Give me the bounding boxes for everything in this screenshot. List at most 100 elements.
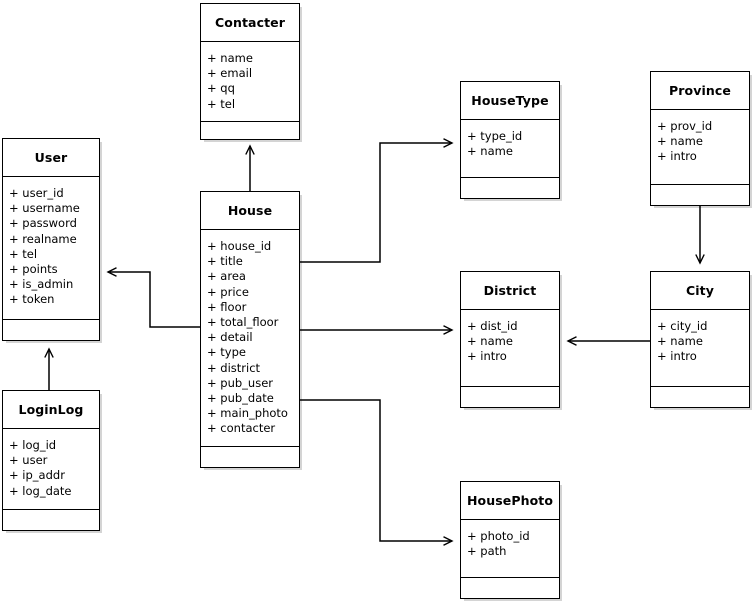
visibility-marker: +	[657, 119, 667, 133]
attribute-row: + password	[9, 216, 99, 231]
visibility-marker: +	[207, 51, 217, 65]
visibility-marker: +	[207, 81, 217, 96]
visibility-marker: +	[467, 144, 477, 159]
visibility-marker: +	[207, 254, 217, 269]
attribute-row: + area	[207, 269, 299, 284]
visibility-marker: +	[207, 406, 217, 421]
attribute-row: + realname	[9, 232, 99, 247]
visibility-marker: +	[467, 319, 477, 333]
class-name-housephoto: HousePhoto	[461, 482, 559, 520]
visibility-marker: +	[207, 239, 217, 253]
attribute-row: + pub_user	[207, 376, 299, 391]
attribute-row: + intro	[657, 149, 749, 164]
attribute-name: ip_addr	[22, 468, 65, 483]
attribute-row: + title	[207, 254, 299, 269]
attribute-row: + log_date	[9, 484, 99, 499]
class-box-house[interactable]: House+ house_id+ title+ area+ price+ flo…	[200, 191, 300, 468]
attribute-row: + intro	[467, 349, 559, 364]
attribute-row: + qq	[207, 81, 299, 96]
attribute-name: log_id	[22, 438, 57, 452]
visibility-marker: +	[9, 216, 19, 231]
class-box-housetype[interactable]: HouseType+ type_id+ name	[460, 81, 560, 199]
attribute-name: name	[220, 51, 253, 65]
visibility-marker: +	[9, 453, 19, 468]
attribute-name: name	[480, 334, 513, 349]
visibility-marker: +	[657, 134, 667, 149]
attribute-row: + is_admin	[9, 277, 99, 292]
attribute-row: + email	[207, 66, 299, 81]
attribute-name: area	[220, 269, 246, 284]
class-attributes-city: + city_id+ name+ intro	[651, 310, 749, 387]
visibility-marker: +	[207, 375, 217, 390]
attribute-name: contacter	[220, 421, 276, 436]
attribute-name: tel	[22, 246, 38, 261]
visibility-marker: +	[9, 483, 19, 498]
attribute-name: is_admin	[22, 277, 74, 292]
class-attributes-user: + user_id+ username+ password+ realname+…	[3, 177, 99, 320]
attribute-row: + name	[207, 51, 299, 66]
attribute-row: + points	[9, 262, 99, 277]
class-box-district[interactable]: District+ dist_id+ name+ intro	[460, 271, 560, 408]
attribute-name: pub_date	[220, 391, 274, 406]
relationship-house-user	[106, 267, 200, 328]
visibility-marker: +	[207, 391, 217, 406]
visibility-marker: +	[207, 315, 217, 330]
class-name-housetype: HouseType	[461, 82, 559, 120]
class-box-user[interactable]: User+ user_id+ username+ password+ realn…	[2, 138, 100, 341]
attribute-row: + main_photo	[207, 406, 299, 421]
class-box-contacter[interactable]: Contacter+ name+ email+ qq+ tel	[200, 3, 300, 140]
attribute-name: path	[480, 544, 507, 559]
attribute-name: house_id	[220, 239, 272, 253]
class-box-province[interactable]: Province+ prov_id+ name+ intro	[650, 71, 750, 206]
class-attributes-housetype: + type_id+ name	[461, 120, 559, 178]
visibility-marker: +	[207, 330, 217, 345]
visibility-marker: +	[207, 345, 217, 360]
class-name-city: City	[651, 272, 749, 310]
visibility-marker: +	[207, 269, 217, 284]
class-name-user: User	[3, 139, 99, 177]
attribute-row: + dist_id	[467, 319, 559, 334]
class-operations-contacter	[201, 122, 299, 142]
class-name-district: District	[461, 272, 559, 310]
attribute-row: + name	[657, 334, 749, 349]
class-attributes-house: + house_id+ title+ area+ price+ floor+ t…	[201, 230, 299, 447]
class-operations-district	[461, 387, 559, 407]
visibility-marker: +	[9, 438, 19, 452]
attribute-row: + total_floor	[207, 315, 299, 330]
class-box-housephoto[interactable]: HousePhoto+ photo_id+ path	[460, 481, 560, 599]
class-box-city[interactable]: City+ city_id+ name+ intro	[650, 271, 750, 408]
attribute-name: district	[220, 360, 261, 375]
visibility-marker: +	[207, 360, 217, 375]
attribute-name: name	[670, 134, 703, 149]
visibility-marker: +	[207, 299, 217, 314]
relationship-house-housetype	[300, 138, 454, 263]
attribute-name: city_id	[670, 319, 708, 333]
attribute-name: log_date	[22, 483, 72, 498]
attribute-row: + detail	[207, 330, 299, 345]
visibility-marker: +	[467, 334, 477, 349]
visibility-marker: +	[467, 129, 477, 143]
class-box-loginlog[interactable]: LoginLog+ log_id+ user+ ip_addr+ log_dat…	[2, 390, 100, 531]
attribute-row: + username	[9, 201, 99, 216]
attribute-row: + name	[467, 144, 559, 159]
visibility-marker: +	[467, 349, 477, 364]
attribute-row: + name	[657, 134, 749, 149]
class-operations-loginlog	[3, 510, 99, 530]
visibility-marker: +	[467, 544, 477, 559]
attribute-name: name	[670, 334, 703, 349]
attribute-name: token	[22, 292, 55, 307]
visibility-marker: +	[207, 96, 217, 111]
attribute-name: email	[220, 66, 253, 81]
attribute-row: + log_id	[9, 438, 99, 453]
attribute-name: tel	[220, 96, 236, 111]
class-operations-housetype	[461, 178, 559, 198]
attribute-name: price	[220, 284, 249, 299]
attribute-row: + price	[207, 285, 299, 300]
attribute-name: pub_user	[220, 375, 274, 390]
visibility-marker: +	[9, 246, 19, 261]
attribute-row: + pub_date	[207, 391, 299, 406]
class-operations-city	[651, 387, 749, 407]
attribute-row: + name	[467, 334, 559, 349]
